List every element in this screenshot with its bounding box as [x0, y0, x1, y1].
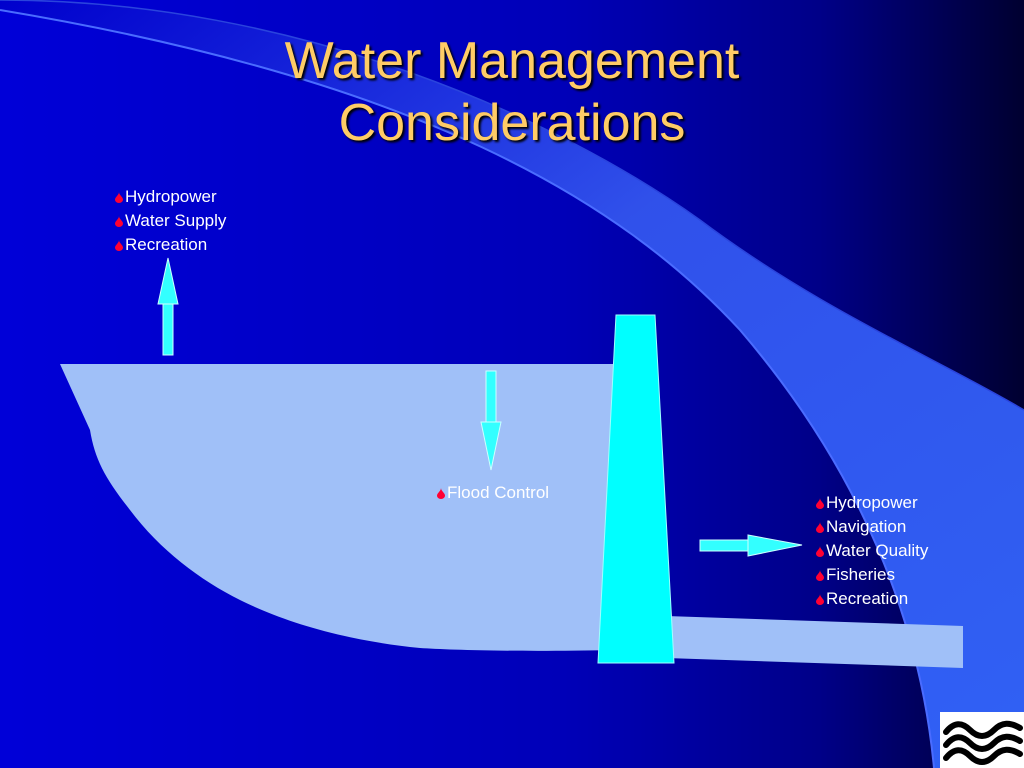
- downstream-channel: [666, 616, 963, 668]
- reservoir-water: [60, 364, 614, 651]
- list-item: Fisheries: [815, 563, 928, 587]
- up-arrow: [157, 257, 179, 356]
- water-drop-icon: [114, 216, 124, 227]
- swoosh-line: [0, 9, 935, 768]
- swoosh-outline: [0, 0, 1024, 411]
- list-item: Hydropower: [815, 491, 928, 515]
- title-line-2: Considerations: [338, 94, 686, 152]
- list-item: Water Quality: [815, 539, 928, 563]
- water-drop-icon: [815, 498, 825, 509]
- reservoir-uses-list: Flood Control: [436, 481, 549, 505]
- dam: [597, 314, 675, 664]
- downstream-uses-list: Hydropower Navigation Water Quality Fish…: [815, 491, 928, 611]
- water-drop-icon: [815, 594, 825, 605]
- list-item: Recreation: [114, 233, 226, 257]
- list-item: Recreation: [815, 587, 928, 611]
- water-drop-icon: [815, 522, 825, 533]
- list-item: Navigation: [815, 515, 928, 539]
- waves-logo-icon: [940, 712, 1024, 768]
- list-item: Hydropower: [114, 185, 226, 209]
- water-drop-icon: [815, 570, 825, 581]
- slide-title: Water Management Considerations: [0, 30, 1024, 154]
- water-drop-icon: [815, 546, 825, 557]
- water-drop-icon: [436, 488, 446, 499]
- upstream-uses-list: Hydropower Water Supply Recreation: [114, 185, 226, 257]
- water-drop-icon: [114, 240, 124, 251]
- down-arrow: [480, 370, 502, 471]
- list-item: Flood Control: [436, 481, 549, 505]
- list-item: Water Supply: [114, 209, 226, 233]
- water-drop-icon: [114, 192, 124, 203]
- title-line-1: Water Management: [284, 32, 740, 90]
- right-arrow: [699, 534, 803, 557]
